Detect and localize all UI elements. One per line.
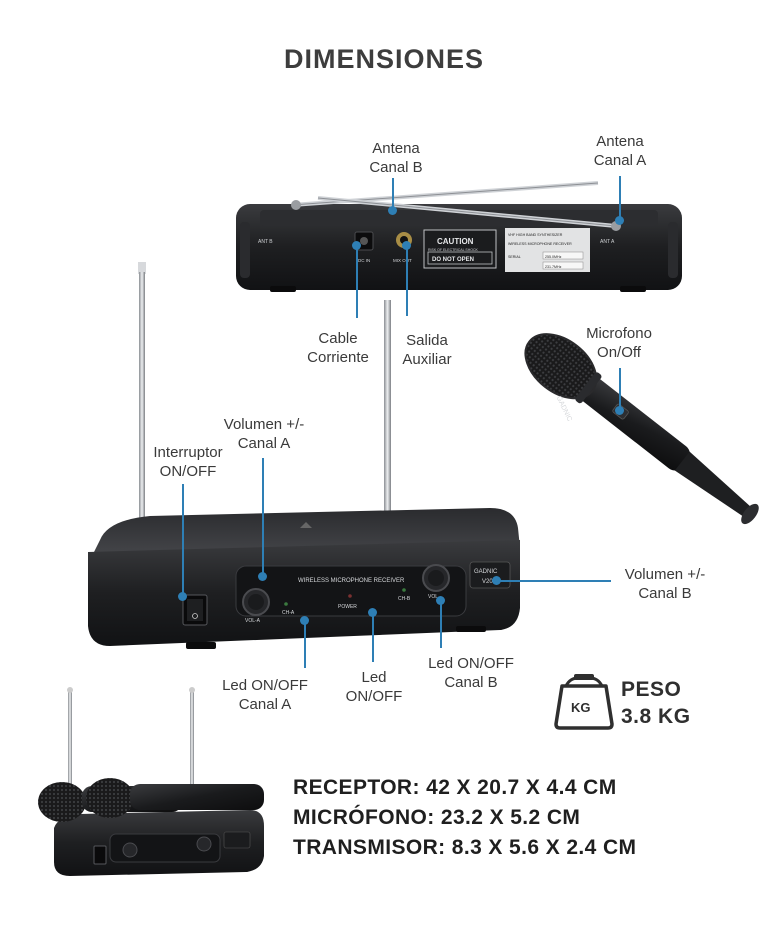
weight-block: PESO 3.8 KG [621,676,691,730]
spec-receptor: RECEPTOR: 42 X 20.7 X 4.4 CM [293,776,617,799]
microphone-view [524,333,759,525]
dc-in-marking: DC IN [358,258,370,263]
brand-marking: GADNIC [474,569,498,575]
dimensions-list: RECEPTOR: 42 X 20.7 X 4.4 CM MICRÓFONO: … [293,773,636,863]
sticker-title: VHF HIGH BAND SYNTHESIZER [508,233,563,237]
weight-icon-text: KG [571,700,591,715]
spec-transmisor: TRANSMISOR: 8.3 X 5.6 X 2.4 CM [293,836,637,859]
ch-a-marking: CH-A [282,610,295,616]
vol-b-marking: VOL [428,594,438,600]
callout-microfono-on-off: Microfono On/Off [586,325,652,361]
front-title-marking: WIRELESS MICROPHONE RECEIVER [298,578,405,584]
do-not-open-marking: DO NOT OPEN [432,257,474,263]
power-marking: POWER [338,604,357,610]
ant-b-marking: ANT B [258,239,273,245]
callout-volumen-canal-a: Volumen +/- Canal A [223,416,305,452]
caution-marking: CAUTION [437,237,474,246]
weight-value: 3.8 KG [621,705,691,728]
callout-antena-canal-a: Antena Canal A [593,133,647,169]
callout-led-canal-b: Led ON/OFF Canal B [428,655,514,691]
callout-interruptor-on-off: Interruptor ON/OFF [153,444,223,480]
page-title: DIMENSIONES [283,44,485,74]
callout-led-on-off: Led ON/OFF [345,669,403,705]
ant-a-marking: ANT A [600,239,615,245]
product-thumbnail [38,687,264,876]
ch-b-marking: CH-B [398,596,411,602]
callout-antena-canal-b: Antena Canal B [369,140,423,176]
spec-microfono: MICRÓFONO: 23.2 X 5.2 CM [293,806,581,829]
sticker-subtitle: WIRELESS MICROPHONE RECEIVER [508,242,572,246]
vol-a-marking: VOL-A [245,618,261,624]
risk-marking: RISK OF ELECTRICAL SHOCK [428,248,479,252]
weight-label: PESO [621,678,682,701]
weight-icon [554,674,614,730]
serial-marking: SERIAL [508,255,521,259]
receiver-back-view [236,181,682,292]
receiver-front-view [88,262,520,649]
freq-2-marking: 231.7MHz [545,265,562,269]
callout-salida-auxiliar: Salida Auxiliar [402,332,452,368]
mix-out-marking: MIX OUT [393,258,412,263]
freq-1-marking: 255.0MHz [545,255,562,259]
mic-brand-marking: GADNIC [555,395,573,423]
callout-led-canal-a: Led ON/OFF Canal A [222,677,308,713]
callout-cable-corriente: Cable Corriente [307,330,369,366]
callout-volumen-canal-b: Volumen +/- Canal B [624,566,706,602]
model-marking: V20 [482,579,493,585]
